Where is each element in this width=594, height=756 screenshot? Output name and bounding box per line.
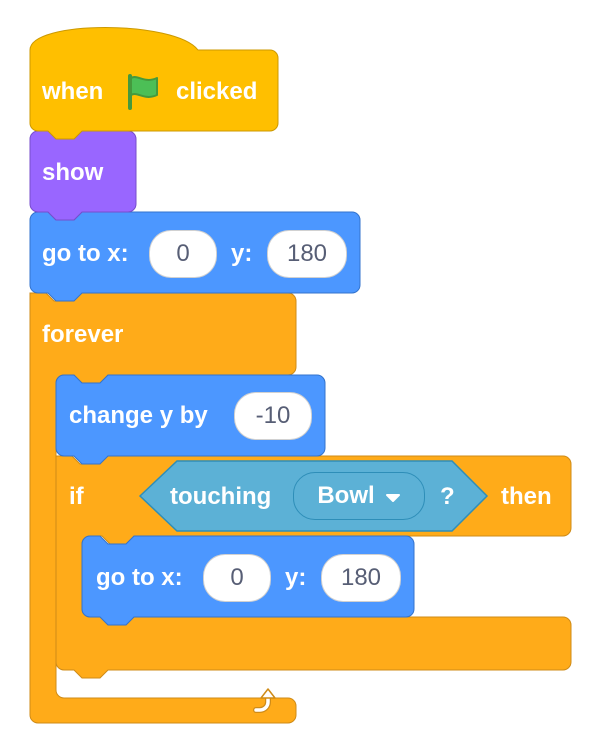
forever-block[interactable] (29, 292, 297, 724)
touching-menu[interactable]: Bowl (293, 472, 425, 520)
goto2-x-label: go to x: (96, 564, 183, 591)
loop-arrow-icon (248, 686, 284, 723)
goto-y-label: y: (231, 240, 253, 267)
goto-x-label: go to x: (42, 240, 129, 267)
goto-y-input[interactable]: 180 (267, 230, 347, 278)
dropdown-arrow-icon (385, 482, 401, 510)
hat-when-label: when (42, 78, 104, 105)
goto2-x-input[interactable]: 0 (203, 554, 271, 602)
change-y-input[interactable]: -10 (234, 392, 312, 440)
touching-menu-value: Bowl (317, 482, 375, 509)
show-label: show (42, 159, 104, 186)
goto2-y-label: y: (285, 564, 307, 591)
goto-x-input[interactable]: 0 (149, 230, 217, 278)
change-y-label: change y by (69, 402, 208, 429)
touching-question-label: ? (440, 483, 455, 510)
green-flag-icon (124, 72, 164, 117)
hat-clicked-label: clicked (176, 78, 258, 105)
if-label: if (69, 483, 84, 510)
forever-label: forever (42, 321, 124, 348)
goto2-y-input[interactable]: 180 (321, 554, 401, 602)
touching-label: touching (170, 483, 272, 510)
then-label: then (501, 483, 552, 510)
